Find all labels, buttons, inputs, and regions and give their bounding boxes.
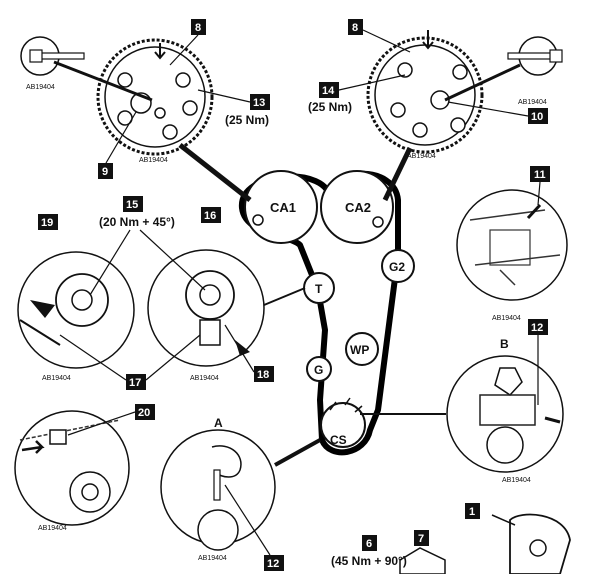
callout-17: 17 xyxy=(59,334,201,390)
figure-code-9: AB19404 xyxy=(190,375,219,382)
torque-13: (25 Nm) xyxy=(225,113,269,127)
component-7 xyxy=(399,547,446,574)
pulley-t-label: T xyxy=(315,282,323,296)
tensioner-detail-16: AB19404 xyxy=(147,249,306,382)
figure-code-5: AB19404 xyxy=(492,315,521,322)
svg-text:12: 12 xyxy=(531,322,543,334)
torque-14: (25 Nm) xyxy=(308,100,352,114)
pulley-ca2: CA2 xyxy=(320,170,394,244)
svg-text:8: 8 xyxy=(195,22,201,34)
svg-text:18: 18 xyxy=(257,369,269,381)
svg-text:13: 13 xyxy=(253,97,265,109)
figure-code-6: AB19404 xyxy=(502,477,531,484)
svg-text:1: 1 xyxy=(469,506,475,518)
torque-6: (45 Nm + 90°) xyxy=(331,554,407,568)
svg-text:8: 8 xyxy=(352,22,358,34)
callout-19: 19 xyxy=(38,214,58,230)
svg-text:15: 15 xyxy=(126,199,138,211)
component-1 xyxy=(491,513,571,574)
detail-b: B AB19404 xyxy=(360,337,564,484)
callout-1: 1 xyxy=(465,503,480,519)
callout-10: 10 xyxy=(447,101,548,124)
callout-16: 16 xyxy=(201,207,221,223)
detail-a-letter: A xyxy=(214,416,223,430)
locking-pin-right: AB19404 xyxy=(444,36,563,106)
callout-7: 7 xyxy=(414,530,429,546)
callout-20: 20 xyxy=(67,404,155,436)
detail-11: AB19404 xyxy=(456,189,568,322)
pulley-g: G xyxy=(306,356,332,382)
figure-code-2: AB19404 xyxy=(407,153,436,160)
pulley-ca1: CA1 xyxy=(244,170,318,244)
callout-15: 15 (20 Nm + 45°) xyxy=(89,196,206,296)
svg-text:20: 20 xyxy=(138,407,150,419)
detail-20: AB19404 xyxy=(14,410,130,532)
pulley-ca1-label: CA1 xyxy=(270,200,296,215)
torque-15: (20 Nm + 45°) xyxy=(99,215,175,229)
connector-left-gear xyxy=(178,143,252,202)
pulley-wp-label: WP xyxy=(350,343,369,357)
pulley-g2-label: G2 xyxy=(389,260,405,274)
callout-13: 13 (25 Nm) xyxy=(197,89,270,127)
callout-6: 6 (45 Nm + 90°) xyxy=(331,535,407,568)
camshaft-gear-left: AB19404 xyxy=(96,38,214,164)
callout-9: 9 xyxy=(98,111,137,179)
svg-text:11: 11 xyxy=(534,169,546,181)
tensioner-detail-19: AB19404 xyxy=(17,251,135,382)
camshaft-gear-right: AB19404 xyxy=(366,30,484,160)
pulley-wp: WP xyxy=(345,332,379,366)
svg-text:19: 19 xyxy=(41,217,53,229)
figure-code-10: AB19404 xyxy=(38,525,67,532)
callout-12-right: 12 xyxy=(528,319,548,405)
svg-text:14: 14 xyxy=(322,85,335,97)
pulley-t: T xyxy=(303,272,335,304)
svg-text:9: 9 xyxy=(102,166,108,178)
svg-text:10: 10 xyxy=(531,111,543,123)
figure-code-7: AB19404 xyxy=(198,555,227,562)
connector-right-gear xyxy=(382,146,413,202)
detail-b-letter: B xyxy=(500,337,509,351)
callout-8-left: 8 xyxy=(169,19,206,66)
callout-18: 18 xyxy=(224,324,274,382)
figure-code-1: AB19404 xyxy=(139,157,168,164)
pulley-cs-label: CS xyxy=(330,433,347,447)
figure-code-3: AB19404 xyxy=(26,84,55,91)
pulley-g2: G2 xyxy=(381,249,415,283)
callout-12-bottom: 12 xyxy=(224,484,284,571)
svg-text:16: 16 xyxy=(204,210,216,222)
svg-text:7: 7 xyxy=(418,533,424,545)
locking-pin-left: AB19404 xyxy=(20,36,153,102)
detail-a: A AB19404 xyxy=(160,416,321,562)
callout-8-right: 8 xyxy=(348,19,411,53)
pulley-ca2-label: CA2 xyxy=(345,200,371,215)
svg-text:12: 12 xyxy=(267,558,279,570)
svg-text:6: 6 xyxy=(366,538,372,550)
figure-code-4: AB19404 xyxy=(518,99,547,106)
pulley-g-label: G xyxy=(314,363,323,377)
figure-code-8: AB19404 xyxy=(42,375,71,382)
callout-14: 14 (25 Nm) xyxy=(308,74,406,114)
pulley-cs: CS xyxy=(320,397,366,448)
callout-11: 11 xyxy=(530,166,550,206)
svg-text:17: 17 xyxy=(129,377,141,389)
